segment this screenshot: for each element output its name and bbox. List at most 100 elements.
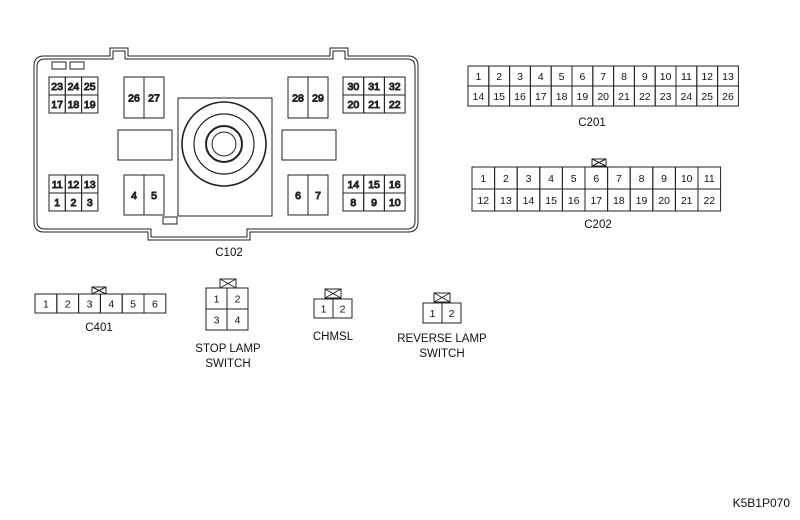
- c202-pin-19: 19: [636, 195, 648, 207]
- c201-pin-2: 2: [496, 71, 502, 83]
- c202-pin-8: 8: [639, 173, 645, 185]
- c202-pin-6: 6: [593, 173, 599, 185]
- c202-pin-14: 14: [523, 195, 535, 207]
- c102-br-pin-10: 10: [389, 197, 401, 209]
- c202-pin-17: 17: [590, 195, 602, 207]
- c201-pin-23: 23: [660, 91, 672, 103]
- c202-pin-10: 10: [681, 173, 693, 185]
- stop-lamp-latch-icon: [219, 278, 237, 289]
- c201-pin-11: 11: [681, 71, 692, 83]
- reverse-lamp-pin-2: 2: [449, 308, 455, 320]
- chmsl-pin-cell: [332, 298, 353, 319]
- c201-pin-20: 20: [597, 91, 609, 103]
- c201-label: C201: [578, 117, 606, 129]
- c202-pin-18: 18: [613, 195, 625, 207]
- c102-br-pin-16: 16: [389, 179, 401, 191]
- chmsl-label: CHMSL: [313, 331, 354, 343]
- c102-tr-pin-30: 30: [348, 81, 360, 93]
- c102-26-27-pin-27: 27: [148, 93, 160, 105]
- c201-pin-9: 9: [642, 71, 648, 83]
- c102-6-7-pin-7: 7: [315, 190, 321, 202]
- c401-pin-2: 2: [65, 299, 71, 311]
- c202-pin-12: 12: [477, 195, 489, 207]
- c201-pin-1: 1: [475, 71, 481, 83]
- c102-br-pin-14: 14: [348, 179, 360, 191]
- c201-pin-10: 10: [660, 71, 672, 83]
- c102-tl-pin-17: 17: [51, 99, 63, 111]
- c102-tab-left: [51, 61, 67, 70]
- c102-center-ring-inner: [205, 125, 243, 163]
- c102-tr-pin-20: 20: [348, 99, 360, 111]
- c102-tr-pin-21: 21: [368, 99, 380, 111]
- c201-pin-26: 26: [722, 91, 734, 103]
- c102-tr-pin-cell: [383, 94, 406, 114]
- c102-tl-pin-18: 18: [68, 99, 80, 111]
- c102-br-pin-cell: [383, 192, 406, 212]
- reverse-lamp-pin-1: 1: [430, 308, 436, 320]
- c102-tl-pin-24: 24: [68, 81, 80, 93]
- c102-28-29-pin-cell: [307, 76, 329, 119]
- c401-pin-3: 3: [87, 299, 93, 311]
- c202-pin-cell: [697, 188, 722, 212]
- c201-pin-16: 16: [514, 91, 526, 103]
- c102-tl-pin-cell: [81, 94, 99, 114]
- c201-pin-19: 19: [577, 91, 589, 103]
- stop-lamp-pin-3: 3: [214, 315, 220, 327]
- c202-pin-15: 15: [545, 195, 557, 207]
- c401-pin-1: 1: [43, 299, 49, 311]
- c202-pin-5: 5: [571, 173, 577, 185]
- c102-label: C102: [215, 247, 243, 259]
- stop-lamp-label-line2: SWITCH: [205, 358, 250, 370]
- c202-pin-16: 16: [568, 195, 580, 207]
- c201-pin-25: 25: [701, 91, 713, 103]
- c202-pin-7: 7: [616, 173, 622, 185]
- c102-tr-pin-32: 32: [389, 81, 401, 93]
- c201-pin-14: 14: [473, 91, 485, 103]
- c201-pin-21: 21: [618, 91, 630, 103]
- c201-pin-17: 17: [535, 91, 547, 103]
- c201-pin-4: 4: [538, 71, 544, 83]
- stop-lamp-label-line1: STOP LAMP: [195, 343, 261, 355]
- c102-6-7-pin-cell: [307, 174, 329, 216]
- c102-br-pin-9: 9: [371, 197, 377, 209]
- c102-tab-right: [69, 61, 85, 70]
- c201-pin-5: 5: [559, 71, 565, 83]
- stop-lamp-pin-cell: [226, 308, 249, 331]
- c102-28-29-pin-29: 29: [312, 93, 324, 105]
- c201-pin-24: 24: [681, 91, 693, 103]
- c102-6-7-pin-6: 6: [295, 190, 301, 202]
- c401-label: C401: [85, 322, 113, 334]
- c201-pin-cell: [717, 85, 739, 107]
- c102-tab-bottom: [162, 216, 178, 225]
- c202-latch-icon: [591, 158, 607, 167]
- c102-bl-pin-1: 1: [54, 197, 60, 209]
- c401-pin-4: 4: [108, 299, 114, 311]
- c102-bl-pin-2: 2: [71, 197, 77, 209]
- c201-pin-8: 8: [621, 71, 627, 83]
- c202-label: C202: [584, 219, 612, 231]
- c401-pin-5: 5: [130, 299, 136, 311]
- c202-pin-20: 20: [658, 195, 670, 207]
- c102-4-5-pin-cell: [143, 174, 165, 216]
- c202-pin-13: 13: [500, 195, 512, 207]
- chmsl-latch-icon: [324, 288, 342, 299]
- c102-tl-pin-25: 25: [84, 81, 96, 93]
